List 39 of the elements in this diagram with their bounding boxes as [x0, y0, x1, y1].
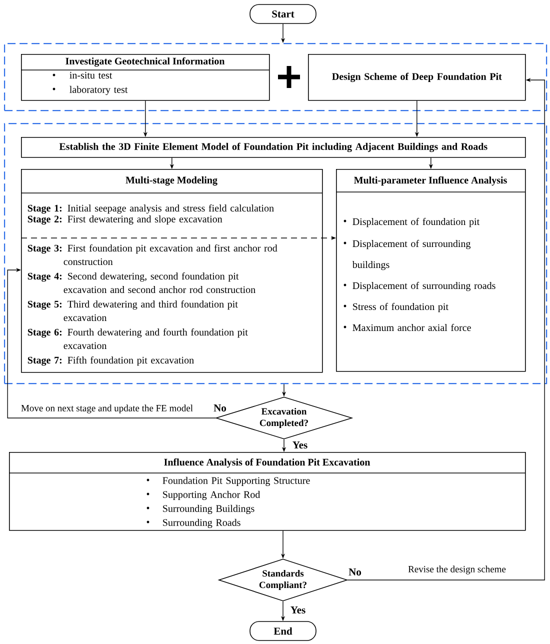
- edge-label: No: [348, 568, 362, 576]
- arrow: [7, 268, 216, 418]
- terminal-box: End: [250, 621, 316, 641]
- bullet-item: Surrounding Roads: [146, 518, 240, 528]
- bullet-item: Displacement of foundation pit: [344, 218, 480, 228]
- dashed-group-frame: [4, 43, 548, 112]
- bullet-item: Displacement of surrounding roads: [344, 282, 496, 292]
- bullet-item: in-situ test: [52, 72, 112, 79]
- bullet-item: Displacement of surrounding buildings: [344, 240, 471, 270]
- edge-label: No: [212, 404, 228, 412]
- stage-item: Stage 3: First foundation pit excavation and first anchor rod construction: [28, 244, 278, 266]
- edge-label: Yes: [291, 440, 309, 450]
- edge-label: Yes: [289, 606, 307, 614]
- note-label: Move on next stage and update the FE model: [21, 404, 193, 414]
- stage-item: Stage 7: Fifth foundation pit excavation: [28, 356, 194, 366]
- note-label: Revise the design scheme: [408, 566, 506, 574]
- bullet-item: Foundation Pit Supporting Structure: [146, 476, 310, 486]
- stage-item: Stage 5: Third dewatering and third foundation pit excavation: [28, 300, 238, 322]
- bullet-item: laboratory test: [52, 86, 128, 95]
- dashed-group-frame: [4, 123, 548, 384]
- stage-item: Stage 4: Second dewatering, second foundation pit excavation and second anchor rod construction: [28, 272, 256, 294]
- bullet-item: Surrounding Buildings: [146, 504, 254, 514]
- stage-item: Stage 6: Fourth dewatering and fourth foundation pit excavation: [28, 328, 248, 350]
- bullet-item: Maximum anchor axial force: [344, 324, 471, 332]
- terminal-box: Start: [250, 4, 316, 24]
- box-heading: Investigate Geotechnical Information: [66, 57, 225, 67]
- bullet-item: Supporting Anchor Rod: [146, 490, 260, 500]
- box-heading: Influence Analysis of Foundation Pit Excavation: [164, 458, 370, 468]
- bullet-item: Stress of foundation pit: [344, 302, 448, 312]
- box-heading: Multi-stage Modeling: [126, 176, 218, 186]
- stage-item: Stage 1: Initial seepage analysis and stress field calculation: [28, 204, 274, 214]
- process-box: [20, 169, 323, 373]
- box-heading: Multi-parameter Influence Analysis: [354, 176, 507, 186]
- process-box: [8, 452, 526, 531]
- stage-item: Stage 2: First dewatering and slope excavation: [28, 215, 222, 225]
- process-box: Establish the 3D Finite Element Model of Foundation Pit including Adjacent Buildings and Roads: [21, 137, 526, 158]
- process-box: [336, 169, 526, 372]
- process-box: [20, 54, 270, 101]
- process-box: Design Scheme of Deep Foundation Pit: [308, 54, 526, 101]
